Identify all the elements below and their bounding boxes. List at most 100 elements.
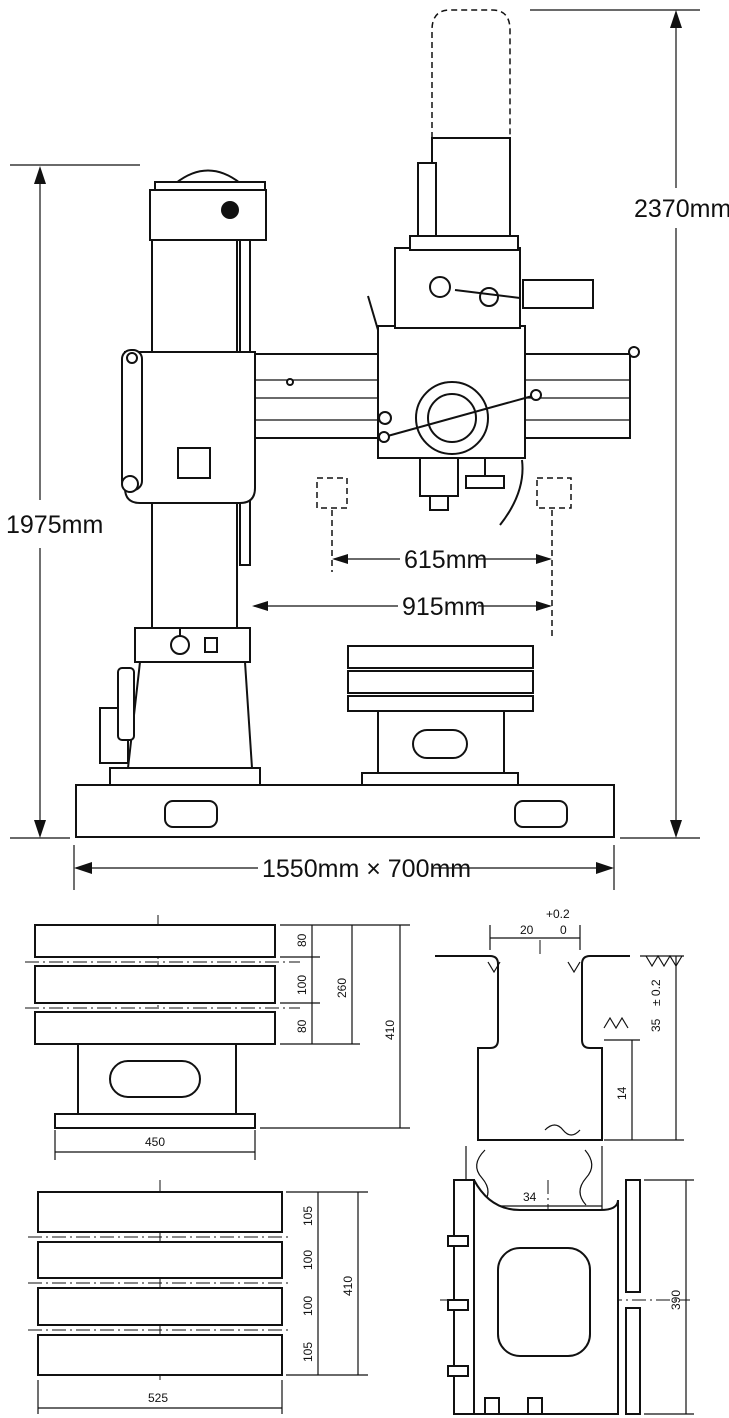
tslot-break-right: [579, 1149, 593, 1206]
sleeve-handle-knob: [121, 475, 139, 493]
column-top-rim: [154, 181, 266, 191]
max-height-label: 2370mm: [634, 195, 729, 223]
work-table-slot-3: [347, 695, 534, 712]
hand-wheel-inner: [427, 393, 477, 443]
foot-cover: [117, 667, 135, 741]
base-slot-right: [514, 800, 568, 828]
column-base-body: [473, 1179, 619, 1415]
feed-knob: [465, 475, 505, 489]
tslot-depth-tol-label: ± 0.2: [649, 979, 663, 1006]
base-label: 1550mm × 700mm: [262, 855, 471, 883]
column-base-right-rail-top: [625, 1179, 641, 1293]
small-table-view: 80 100 80 260 410 450: [25, 915, 410, 1160]
large-table-view: 105 100 100 105 410 525: [28, 1180, 368, 1414]
base-slot-left: [164, 800, 218, 828]
column-upper: [151, 231, 238, 363]
column-base-right-rail-bottom: [625, 1307, 641, 1415]
feed-handle-knob-right: [530, 389, 542, 401]
tslot-neck-label: 14: [615, 1086, 629, 1100]
small-slot-1-label: 80: [295, 933, 309, 947]
column-base-opening: [497, 1247, 591, 1357]
tslot-profile: [435, 955, 630, 1141]
gearbox-lever-hub: [479, 287, 499, 307]
large-table-slot-3: [37, 1287, 283, 1326]
spindle-motor: [431, 137, 511, 244]
gearbox-knob: [429, 276, 451, 298]
large-table-slot-1: [37, 1191, 283, 1233]
coolant-hose: [499, 459, 524, 526]
sleeve-window: [177, 447, 211, 479]
motor-junction-box: [417, 162, 437, 246]
small-table-slot-3: [34, 1011, 276, 1045]
work-table-opening: [412, 729, 468, 759]
small-table-slot-1: [34, 924, 276, 958]
gearbox: [394, 247, 521, 329]
work-table-slot-2: [347, 670, 534, 694]
tslot-break-mark: [544, 1124, 581, 1136]
machine-base: [75, 784, 615, 838]
large-slot-2-label: 100: [301, 1250, 315, 1270]
column-base-slot-2: [447, 1299, 469, 1311]
tslot-detail: 20 +0.2 0 35 ± 0.2 14 34: [435, 907, 684, 1212]
height-arrow-top: [34, 166, 46, 184]
arm-max-arrow-left: [252, 601, 268, 611]
large-width-label: 525: [148, 1391, 168, 1405]
base-arrow-right: [596, 862, 614, 874]
small-width-label: 450: [145, 1135, 165, 1149]
column-foot: [126, 661, 254, 769]
feed-handle-knob-left: [378, 431, 390, 443]
tslot-head-width-label: 34: [523, 1190, 537, 1204]
small-top-height-label: 260: [335, 978, 349, 998]
arm-max-label: 915mm: [402, 593, 485, 621]
work-table-foot: [361, 772, 519, 786]
height-label: 1975mm: [6, 511, 103, 539]
spindle-tip: [429, 495, 449, 511]
max-height-arrow-top: [670, 10, 682, 28]
motor-raised-outline: [431, 9, 511, 138]
machine-elevation: [75, 9, 640, 838]
column-base-height-label: 390: [669, 1290, 683, 1310]
arm-min-arrow-right: [536, 554, 552, 564]
height-arrow-bottom: [34, 820, 46, 838]
column-base-slot-3: [447, 1365, 469, 1377]
column-top: [149, 189, 267, 241]
head-lever: [367, 295, 379, 331]
arm-pin: [286, 378, 294, 386]
spindle-position-min: [316, 477, 348, 509]
motor-mount: [409, 235, 519, 251]
column-base-left-rail: [453, 1179, 475, 1415]
gearbox-lever: [454, 289, 521, 299]
spindle-position-max: [536, 477, 572, 509]
max-height-arrow-bottom: [670, 820, 682, 838]
spindle-nose: [419, 457, 459, 497]
work-table-slot-1: [347, 645, 534, 669]
column-base-tab-1: [484, 1397, 500, 1415]
tslot-finish-symbol-right: [567, 961, 581, 974]
small-table-slot-2: [34, 965, 276, 1004]
large-slot-4-label: 105: [301, 1342, 315, 1362]
side-control-box: [522, 279, 594, 309]
tslot-tol-lower: 0: [560, 923, 567, 937]
arm-end-knob: [628, 346, 640, 358]
small-slot-3-label: 80: [295, 1019, 309, 1033]
main-dimensions: 1975mm 2370mm 615mm 915mm 1550mm × 700mm: [6, 9, 729, 890]
arm-max-arrow-right: [536, 601, 552, 611]
tslot-opening-label: 20: [520, 923, 534, 937]
large-table-slot-4: [37, 1334, 283, 1376]
column-collar: [134, 627, 251, 663]
column-top-dot: [221, 201, 239, 219]
small-table-opening: [109, 1060, 201, 1098]
large-slot-1-label: 105: [301, 1206, 315, 1226]
work-table-base: [377, 710, 505, 774]
arm-sleeve: [124, 351, 256, 504]
large-total-height-label: 410: [341, 1276, 355, 1296]
tslot-depth-label: 35: [649, 1018, 663, 1032]
tslot-finish-symbol-left: [487, 961, 501, 974]
small-slot-2-label: 100: [295, 975, 309, 995]
large-slot-3-label: 100: [301, 1296, 315, 1316]
large-table-slot-2: [37, 1241, 283, 1279]
tslot-finish-symbol-neck: [603, 1016, 629, 1030]
sleeve-handle-slot: [121, 349, 143, 491]
tslot-tol-upper: +0.2: [546, 907, 570, 921]
